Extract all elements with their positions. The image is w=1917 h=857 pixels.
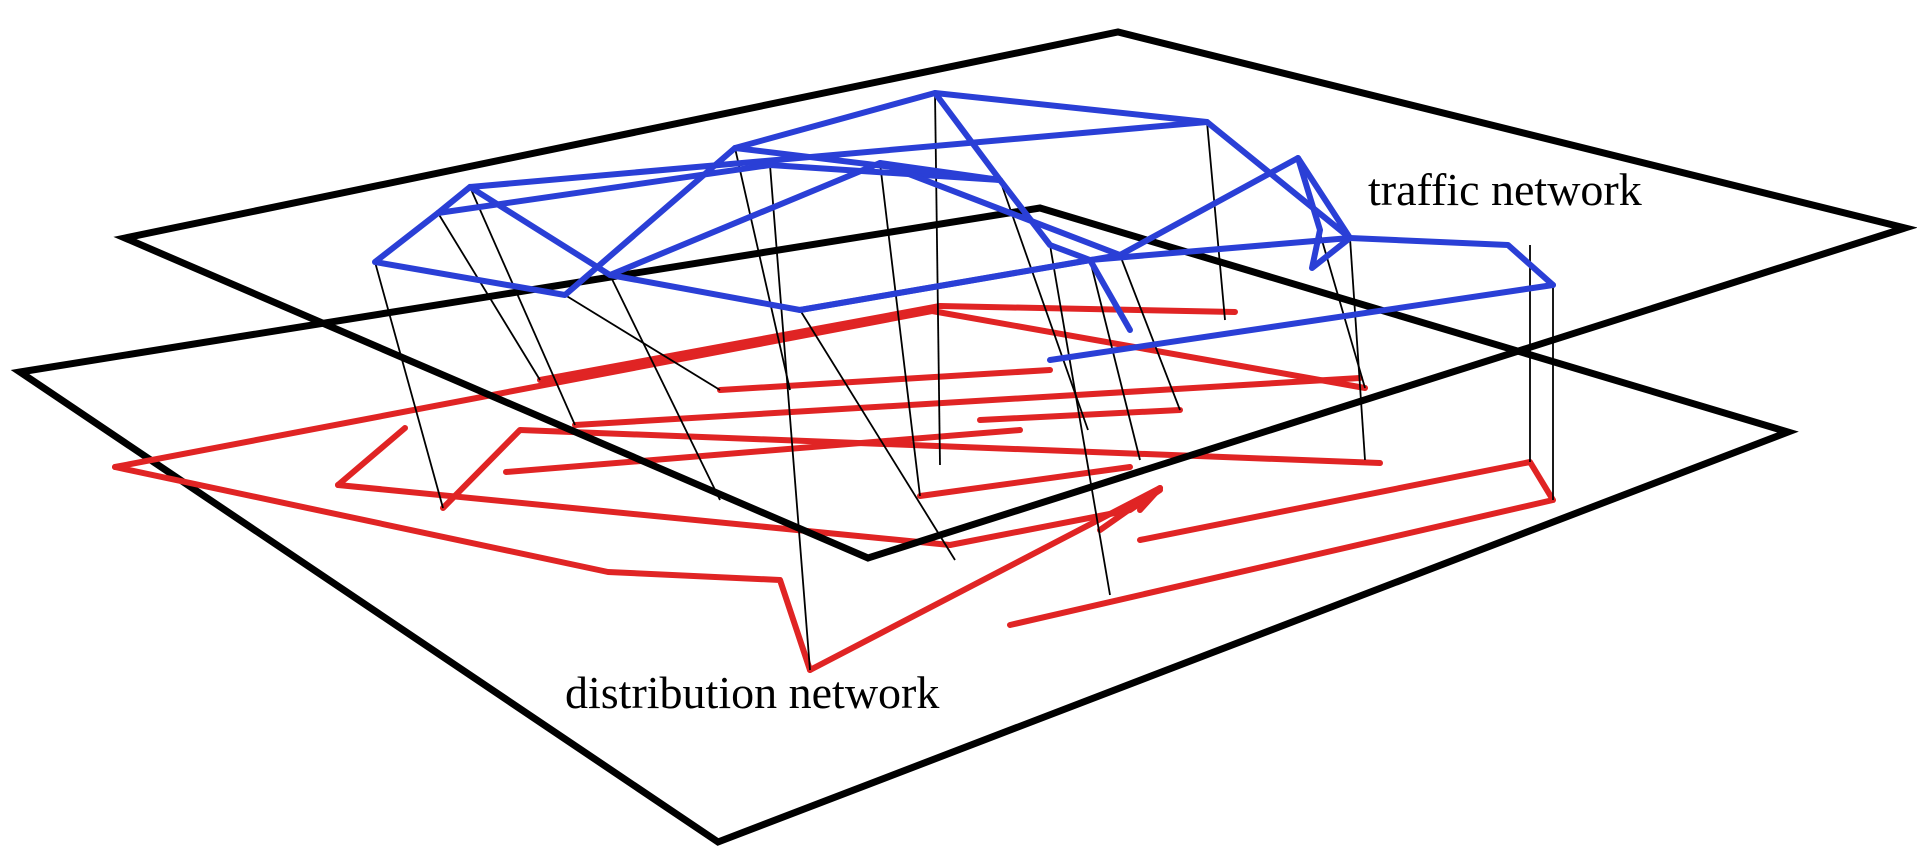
coupling-link <box>1206 121 1226 321</box>
coupling-link <box>799 309 956 561</box>
coupling-link <box>1119 254 1181 411</box>
coupling-link <box>469 186 576 426</box>
coupling-link <box>609 274 721 501</box>
coupling-link <box>879 162 921 497</box>
coupling-links <box>374 92 1554 671</box>
coupling-link <box>1349 237 1366 461</box>
traffic-plane <box>113 28 1917 562</box>
traffic-line <box>467 119 1210 190</box>
traffic-line <box>797 257 1093 313</box>
coupling-link <box>1049 244 1111 596</box>
distribution-line <box>112 308 1368 470</box>
traffic-line <box>732 145 1353 263</box>
distribution-line <box>112 464 813 673</box>
coupling-link <box>1089 259 1141 461</box>
traffic-line <box>1087 257 1133 333</box>
distribution-line <box>1007 459 1556 628</box>
traffic-line <box>1295 155 1353 271</box>
traffic-line <box>932 90 1003 183</box>
coupling-link <box>437 212 541 381</box>
distribution-line <box>537 303 1238 383</box>
traffic-line <box>1047 282 1556 363</box>
traffic-network-label: traffic network <box>1368 164 1642 215</box>
distribution-plane <box>10 204 1799 846</box>
coupling-link <box>999 179 1089 431</box>
traffic-line <box>1347 235 1556 288</box>
traffic-network <box>372 90 1556 363</box>
distribution-line <box>717 367 1053 393</box>
distribution-line <box>503 427 1023 475</box>
coupling-link <box>934 92 941 466</box>
coupling-link <box>769 164 811 671</box>
distribution-line <box>440 427 1383 511</box>
distribution-line <box>917 464 1133 499</box>
distribution-network <box>112 303 1556 673</box>
distribution-line <box>1097 485 1163 533</box>
coupling-link <box>734 147 791 391</box>
distribution-line <box>335 425 408 488</box>
coupling-link <box>374 261 444 509</box>
traffic-line <box>877 160 1123 258</box>
distribution-network-label: distribution network <box>565 667 939 718</box>
distribution-line <box>572 375 1363 428</box>
